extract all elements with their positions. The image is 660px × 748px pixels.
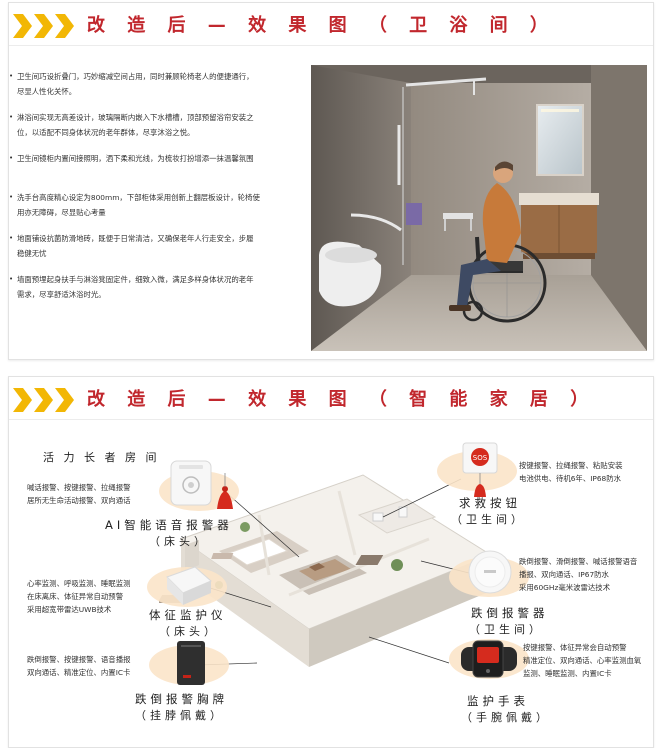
chevron-arrows-icon xyxy=(13,14,74,38)
fall-alarm-desc: 跌倒报警、滑倒报警、喊话报警语音 播报、双向通话、IP67防水 采用60GHz毫… xyxy=(519,557,638,592)
ai-speaker-location: （床头） xyxy=(149,535,209,548)
fall-badge-location: （挂脖佩戴） xyxy=(135,709,225,722)
vital-monitor-location: （床头） xyxy=(159,625,219,638)
smart-home-header: 改 造 后 — 效 果 图 （ 智 能 家 居 ） xyxy=(9,377,653,419)
fall-alarm-device-icon xyxy=(468,550,512,594)
vital-monitor-name: 体征监护仪 xyxy=(149,608,227,622)
title-divider xyxy=(9,419,653,420)
vital-monitor-desc: 心率监测、呼吸监测、睡眠监测 在床离床、体征异常自动预警 采用超宽带雷达UWB技… xyxy=(27,579,131,614)
ai-speaker-desc: 喊话报警、按键报警、拉绳报警 居所无生命活动报警、双向通话 xyxy=(27,483,131,505)
chevron-arrows-icon xyxy=(13,388,74,412)
fall-badge-name: 跌倒报警胸牌 xyxy=(135,692,228,706)
bullet-item: •卫生间镜柜内置间接照明，洒下柔和光线，为梳妆打扮增添一抹温馨氛围 xyxy=(9,154,254,163)
watch-name: 监护手表 xyxy=(467,694,529,708)
sos-button-name: 求救按钮 xyxy=(459,496,521,510)
room-label: 活 力 长 者 房 间 xyxy=(43,451,160,464)
fall-badge-device-icon xyxy=(177,641,205,685)
bullet-item: •卫生间巧设折叠门，巧妙缩减空间占用，同时兼顾轮椅老人的便捷通行，尽显人性化关怀… xyxy=(9,72,254,96)
ai-speaker-name: AI智能语音报警器 xyxy=(105,518,233,532)
ai-speaker-device-icon xyxy=(170,460,233,509)
bathroom-bullet-list: •卫生间巧设折叠门，巧妙缩减空间占用，同时兼顾轮椅老人的便捷通行，尽显人性化关怀… xyxy=(9,69,305,313)
bullet-item: •地面铺设抗菌防滑地砖，既便于日常清洁，又确保老年人行走安全，步履稳健无忧 xyxy=(9,234,254,258)
bathroom-render-image xyxy=(311,65,647,351)
bullet-item: •淋浴间实现无高差设计，玻璃隔断内嵌入下水槽槽，顶部预留浴帘安装之位，以适配不同… xyxy=(9,113,254,137)
bullet-item: •墙面预埋起身扶手与淋浴凳固定件，细致入微，满足多样身体状况的老年需求，尽享舒适… xyxy=(9,275,254,299)
apartment-floorplan-render xyxy=(159,474,493,667)
vital-monitor-device-icon xyxy=(166,566,212,605)
bathroom-header: 改 造 后 — 效 果 图 （ 卫 浴 间 ） xyxy=(9,3,653,45)
title-divider xyxy=(9,45,653,46)
sos-label: SOS xyxy=(473,454,488,462)
watch-location: （手腕佩戴） xyxy=(461,711,551,724)
fall-badge-desc: 跌倒报警、按键报警、语音播报 双向通话、精准定位、内置IC卡 xyxy=(27,655,131,677)
sos-button-desc: 按键报警、拉绳报警、粘贴安装 电池供电、待机6年、IP68防水 xyxy=(519,461,623,483)
smart-home-title: 改 造 后 — 效 果 图 （ 智 能 家 居 ） xyxy=(87,389,597,410)
watch-device-icon xyxy=(461,640,517,678)
bullet-item: •洗手台高度精心设定为800mm，下部柜体采用创新上翻层板设计，轮椅使用亦无障碍… xyxy=(9,193,260,217)
sos-button-location: （卫生间） xyxy=(451,513,526,526)
bathroom-title: 改 造 后 — 效 果 图 （ 卫 浴 间 ） xyxy=(87,15,556,36)
sos-button-device-icon: SOS xyxy=(462,442,498,497)
fall-alarm-location: （卫生间） xyxy=(469,623,544,636)
bathroom-panel: 改 造 后 — 效 果 图 （ 卫 浴 间 ） •卫生间巧设折叠门，巧妙缩减空间… xyxy=(8,2,654,360)
fall-alarm-name: 跌倒报警器 xyxy=(471,606,549,620)
smart-home-panel: 改 造 后 — 效 果 图 （ 智 能 家 居 ） xyxy=(8,376,654,748)
watch-desc: 按键报警、体征异常会自动预警 精准定位、双向通话、心率监测血氧 监测、睡眠监测、… xyxy=(523,643,642,678)
